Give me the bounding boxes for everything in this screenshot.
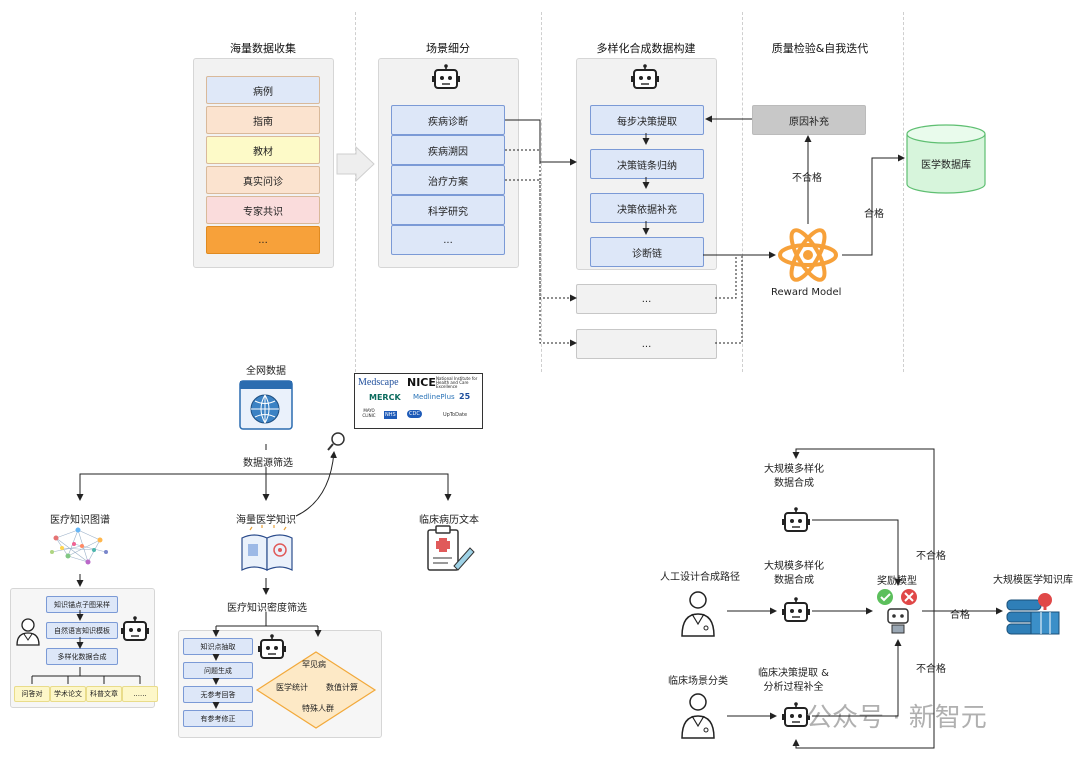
nice-logo: NICE	[407, 376, 436, 389]
robot-icon	[120, 616, 150, 648]
diamond-label: 特殊人群	[302, 704, 334, 713]
medline-logo: MedlinePlus	[413, 393, 455, 401]
large-synth-2-label: 大规模多样化 数据合成	[764, 560, 824, 588]
col1-item: 专家共识	[206, 196, 320, 224]
col3-title: 多样化合成数据构建	[596, 42, 696, 55]
kg-label: 医疗知识图谱	[50, 515, 110, 526]
col1-title: 海量数据收集	[230, 42, 296, 55]
large-synth-2-text: 大规模多样化 数据合成	[764, 561, 824, 586]
kg-output: 科普文章	[86, 686, 122, 702]
source-filter-label: 数据源筛选	[243, 458, 293, 469]
col4-title: 质量检验&自我迭代	[771, 42, 869, 55]
cdc-logo: CDC	[407, 410, 422, 418]
magnifier-icon	[327, 432, 345, 451]
nhs-logo: NHS	[384, 411, 397, 419]
divider-3	[742, 12, 743, 372]
reward-model-label: Reward Model	[771, 287, 842, 298]
col1-item: 真实问诊	[206, 166, 320, 194]
globe-browser-icon	[239, 380, 293, 430]
doctor-icon	[16, 618, 40, 646]
web-data-label: 全网数据	[246, 366, 286, 377]
col2-title: 场景细分	[426, 42, 470, 55]
mass-label: 海量医学知识	[236, 515, 296, 526]
nice-sub: National Institute for Health and Care E…	[436, 376, 478, 389]
decision-label: 临床决策提取 & 分析过程补全	[758, 667, 829, 695]
doctor-icon	[681, 693, 715, 739]
col1-item: 教材	[206, 136, 320, 164]
col2-item: 疾病溯因	[391, 135, 505, 165]
robot-icon	[781, 597, 811, 629]
big-arrow-icon	[336, 146, 375, 182]
open-book-icon	[241, 525, 293, 571]
kg-output: 学术论文	[50, 686, 86, 702]
clipboard-icon	[427, 525, 475, 571]
kg-output: 问答对	[14, 686, 50, 702]
top-fail-label: 不合格	[792, 173, 822, 184]
divider-1	[355, 12, 356, 372]
col2-item: ...	[391, 225, 505, 255]
database-server-icon	[1006, 593, 1060, 635]
watermark-text: 公众号 · 新智元	[806, 703, 987, 733]
doctor-icon	[681, 591, 715, 637]
reward-robot-icon	[877, 589, 917, 634]
diamond-label: 数值计算	[326, 683, 358, 692]
decision-text: 临床决策提取 & 分析过程补全	[758, 668, 829, 693]
divider-4	[903, 12, 904, 372]
watermark: 公众号 · 新智元	[806, 697, 987, 734]
col2-item: 疾病诊断	[391, 105, 505, 135]
br-fail-1: 不合格	[916, 551, 946, 562]
db-label: 医学数据库	[921, 160, 971, 171]
col3-item: 每步决策提取	[590, 105, 704, 135]
large-synth-1-text: 大规模多样化 数据合成	[764, 464, 824, 489]
col3-item: 决策链条归纳	[590, 149, 704, 179]
diamond-label: 罕见病	[302, 660, 326, 669]
manual-path-label: 人工设计合成路径	[660, 572, 740, 583]
clinical-class-label: 临床场景分类	[668, 676, 728, 687]
emr-label: 临床病历文本	[419, 515, 479, 526]
diamond-shape	[255, 651, 377, 729]
density-step: 有参考修正	[183, 710, 253, 727]
top-pass-label: 合格	[864, 209, 884, 220]
density-filter-label: 医疗知识密度筛选	[227, 603, 307, 614]
diamond-label: 医学统计	[276, 683, 308, 692]
col2-item: 科学研究	[391, 195, 505, 225]
large-synth-1-label: 大规模多样化 数据合成	[764, 463, 824, 491]
kg-step: 知识锚点子图采样	[46, 596, 118, 613]
sources-panel: Medscape NICE National Institute for Hea…	[354, 373, 483, 429]
col1-item: 病例	[206, 76, 320, 104]
col3-item: 诊断链	[590, 237, 704, 267]
database-cylinder-icon	[906, 124, 986, 194]
kg-step: 自然语言知识模板	[46, 622, 118, 639]
extra-box-2: ...	[576, 329, 717, 359]
robot-icon	[630, 64, 660, 96]
atom-icon	[778, 228, 838, 282]
kb-label: 大规模医学知识库	[993, 575, 1073, 586]
merck-logo: MERCK	[369, 393, 401, 402]
col2-item: 治疗方案	[391, 165, 505, 195]
uptodate-logo: UpToDate	[443, 412, 468, 418]
n25-logo: 25	[459, 392, 471, 401]
robot-icon	[781, 702, 811, 734]
mayo-logo: MAYO CLINIC	[362, 408, 376, 418]
knowledge-graph-icon	[50, 527, 108, 565]
medscape-logo: Medscape	[358, 377, 399, 388]
col1-item: ...	[206, 226, 320, 254]
kg-output: ......	[122, 686, 158, 702]
robot-icon	[431, 64, 461, 96]
robot-icon	[257, 634, 287, 666]
br-pass: 合格	[950, 610, 970, 621]
divider-2	[541, 12, 542, 372]
col3-item: 决策依据补充	[590, 193, 704, 223]
br-fail-2: 不合格	[916, 664, 946, 675]
col1-item: 指南	[206, 106, 320, 134]
supplement-box: 原因补充	[752, 105, 866, 135]
extra-box-1: ...	[576, 284, 717, 314]
robot-icon	[781, 507, 811, 539]
